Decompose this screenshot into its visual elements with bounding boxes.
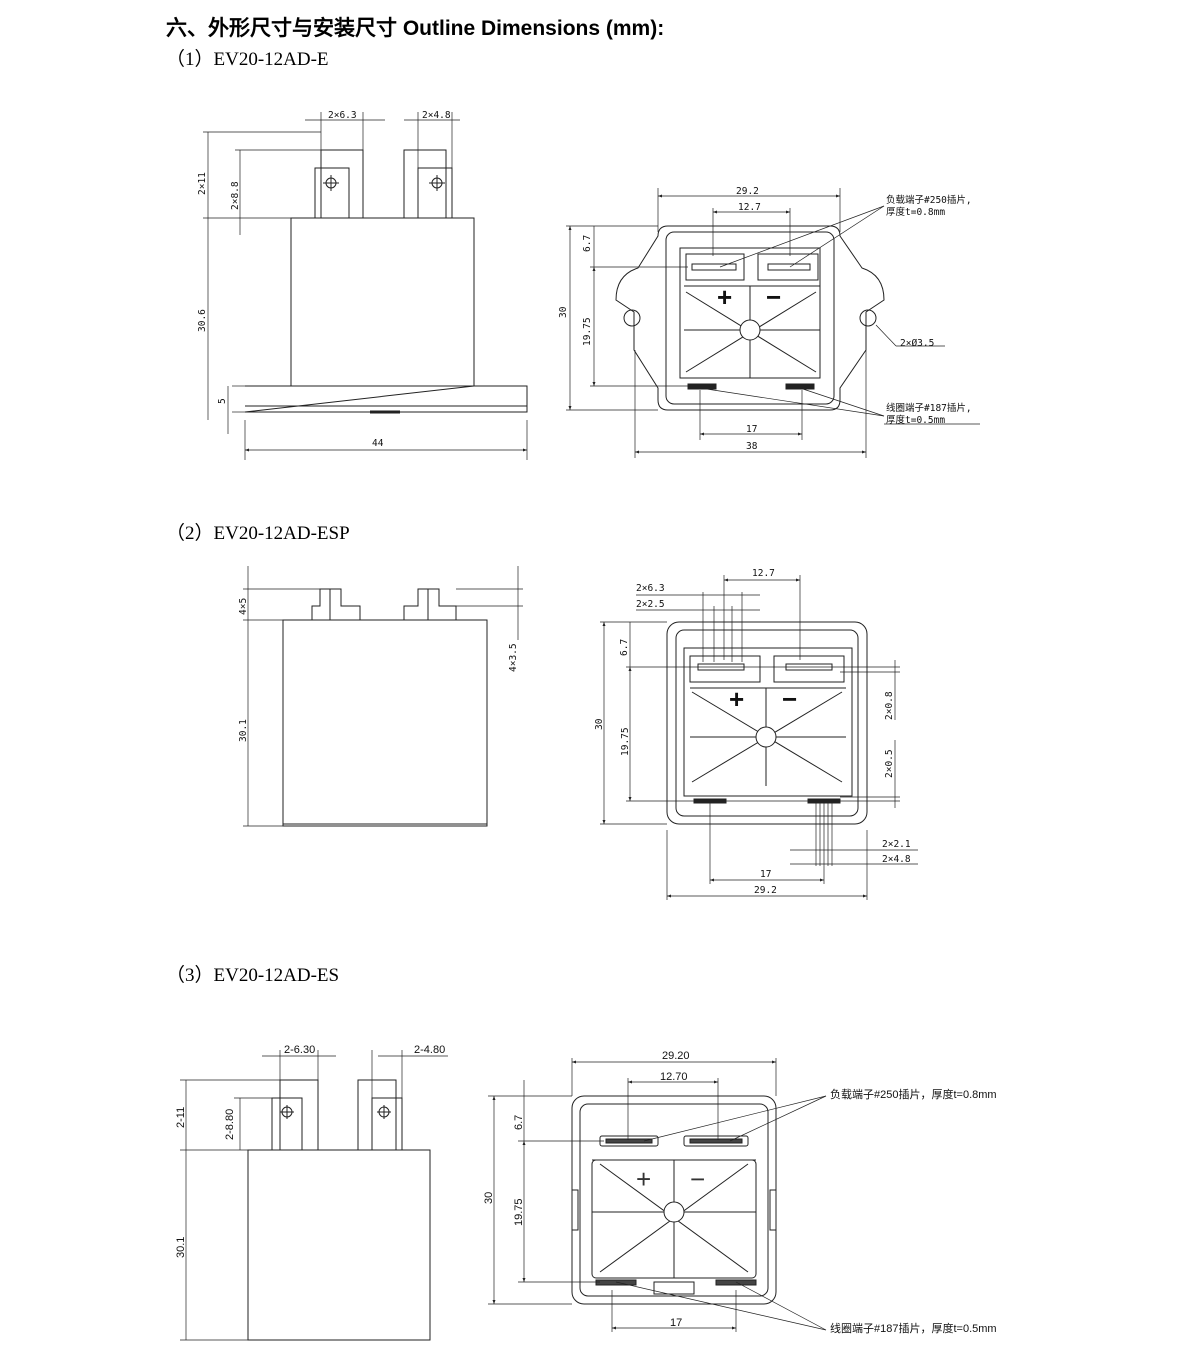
section-2-drawing: 4×5 4×3.5 30.1 <box>238 566 918 900</box>
note-coil: 线圈端子#187插片，厚度t=0.5mm <box>830 1321 997 1335</box>
top-view-2-labels: + − 12.7 2×6.3 2×2.5 6.7 30 19.75 2×0.8 … <box>594 568 911 896</box>
dim-h-inner: 19.75 <box>513 1198 525 1226</box>
dim-t-coil: 2×0.5 <box>884 749 895 778</box>
section-3-drawing: 2-6.30 2-4.80 2-11 2-8.80 30.1 <box>175 1044 997 1341</box>
dim-w-mount: 38 <box>746 441 758 452</box>
dim-w-pitch: 12.7 <box>752 568 775 579</box>
top-view-3-labels: + − 29.20 12.70 6.7 30 19.75 17 负载端子#250… <box>483 1050 997 1335</box>
dim-h-body: 30.6 <box>197 309 208 332</box>
dim-h-inner: 19.75 <box>582 317 593 346</box>
plus-sign: + <box>729 684 744 714</box>
dim-w-pitch: 12.7 <box>738 202 761 213</box>
dim-tab-a: 2×6.3 <box>328 110 357 121</box>
dim-tab-w: 2×6.3 <box>636 583 665 594</box>
dim-h-tab: 2×8.8 <box>230 181 241 210</box>
side-view-2-labels: 4×5 4×3.5 30.1 <box>238 598 519 742</box>
plus-sign: + <box>717 282 732 312</box>
dim-coil-pitch: 17 <box>670 1317 682 1329</box>
note-load-1: 负载端子#250插片, <box>886 194 972 206</box>
dim-w-outer: 29.20 <box>662 1050 690 1062</box>
dim-w-outer: 29.2 <box>736 186 759 197</box>
dim-w-outer: 29.2 <box>754 885 777 896</box>
dim-h-total: 2×11 <box>197 172 208 195</box>
dim-h-inner: 19.75 <box>620 727 631 756</box>
dim-coil-t: 2×2.1 <box>882 839 911 850</box>
note-coil-1: 线圈端子#187插片, <box>886 402 972 414</box>
dim-tab-t: 2×2.5 <box>636 599 665 610</box>
dim-tab-b: 2×4.8 <box>422 110 451 121</box>
minus-sign: − <box>690 1164 705 1194</box>
note-load: 负载端子#250插片，厚度t=0.8mm <box>830 1087 997 1101</box>
section-1-title: （1）EV20-12AD-E <box>166 49 329 70</box>
dim-h-total: 30 <box>483 1192 495 1204</box>
dim-t-load: 2×0.8 <box>884 691 895 720</box>
dim-h-top: 6.7 <box>619 639 630 656</box>
dim-h-total: 30 <box>594 718 605 730</box>
dim-coil-pitch: 17 <box>760 869 771 880</box>
dim-h-top: 4×5 <box>238 598 249 615</box>
section-3-title: （3）EV20-12AD-ES <box>166 965 340 986</box>
note-coil-2: 厚度t=0.5mm <box>886 414 945 426</box>
dim-hole: 2×Ø3.5 <box>900 338 934 349</box>
dim-h-body: 30.1 <box>175 1237 187 1258</box>
dim-h-total: 2-11 <box>175 1107 187 1128</box>
dim-h-total: 30 <box>558 306 569 318</box>
dim-coil-w: 2×4.8 <box>882 854 911 865</box>
dim-h-top: 6.7 <box>582 235 593 252</box>
dim-h-body: 30.1 <box>238 719 249 742</box>
minus-sign: − <box>782 684 797 714</box>
page-heading: 六、外形尺寸与安装尺寸 Outline Dimensions (mm): <box>166 17 665 40</box>
dim-tab-a: 2-6.30 <box>284 1044 315 1056</box>
top-view-1 <box>566 188 980 458</box>
dim-w-total: 44 <box>372 438 384 449</box>
dim-w-pitch: 12.70 <box>660 1071 688 1083</box>
top-view-3 <box>488 1058 827 1332</box>
minus-sign: − <box>766 282 781 312</box>
dim-h-flange: 5 <box>217 398 228 404</box>
section-2-title: （2）EV20-12AD-ESP <box>166 523 350 544</box>
plus-sign: + <box>636 1164 651 1194</box>
note-load-2: 厚度t=0.8mm <box>886 206 945 218</box>
side-view-3 <box>180 1050 448 1341</box>
side-view-1-labels: 2×6.3 2×4.8 2×11 2×8.8 30.6 5 44 <box>197 110 451 449</box>
top-view-1-labels: + − 29.2 12.7 6.7 30 19.75 17 38 2×Ø3.5 … <box>558 186 972 452</box>
dim-h-top: 6.7 <box>513 1115 525 1130</box>
dim-coil-pitch: 17 <box>746 424 757 435</box>
top-view-2 <box>600 575 918 900</box>
side-view-1 <box>203 112 528 460</box>
side-view-3-labels: 2-6.30 2-4.80 2-11 2-8.80 30.1 <box>175 1044 445 1258</box>
side-view-2 <box>243 566 523 827</box>
dim-h-tab: 2-8.80 <box>224 1109 236 1140</box>
dim-h-pin: 4×3.5 <box>508 643 519 672</box>
dim-tab-b: 2-4.80 <box>414 1044 445 1056</box>
section-1-drawing: 2×6.3 2×4.8 2×11 2×8.8 30.6 5 44 <box>197 110 980 460</box>
